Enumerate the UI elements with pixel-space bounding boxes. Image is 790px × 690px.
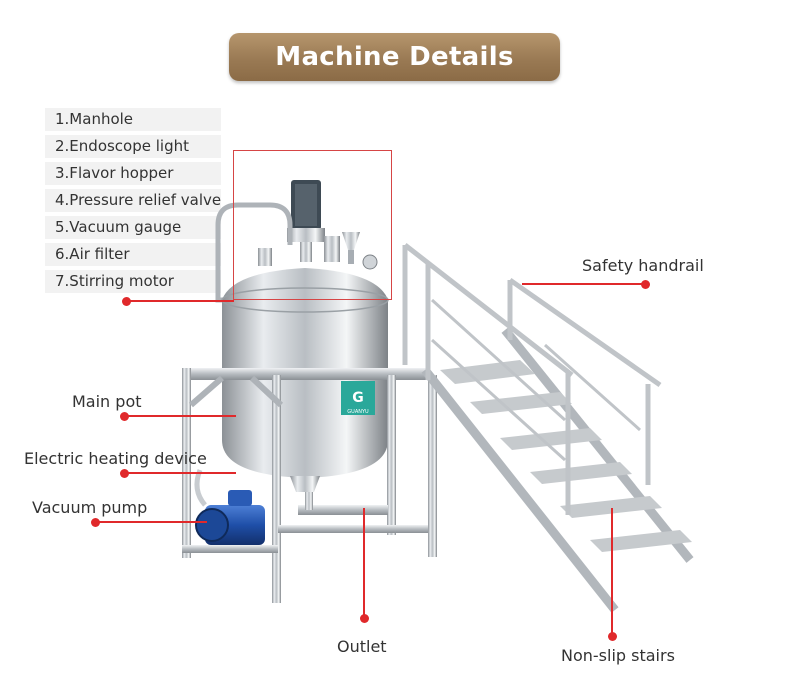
callout-electric-heating-device: Electric heating device (24, 449, 207, 468)
brand-plate: G GUANYU (341, 381, 375, 415)
list-item-endoscope-light: 2.Endoscope light (45, 135, 221, 158)
callout-safety-handrail: Safety handrail (582, 256, 704, 275)
brand-plate-label: GUANYU (347, 409, 369, 415)
vacuum-pump-leader (95, 521, 207, 523)
safety-handrail-graphic (402, 243, 662, 515)
svg-text:G: G (352, 390, 364, 406)
non-slip-stairs-leader (611, 508, 613, 636)
electric-heating-leader (124, 472, 236, 474)
air-pipe (215, 202, 293, 303)
safety-handrail-leader (522, 283, 645, 285)
list-item-manhole: 1.Manhole (45, 108, 221, 131)
parts-list: 1.Manhole 2.Endoscope light 3.Flavor hop… (45, 108, 221, 297)
callout-main-pot: Main pot (72, 392, 142, 411)
support-frame (182, 368, 437, 603)
page-title: Machine Details (275, 42, 514, 72)
callout-outlet: Outlet (337, 637, 387, 656)
list-item-air-filter: 6.Air filter (45, 243, 221, 266)
safety-handrail-dot (641, 280, 650, 289)
title-banner: Machine Details (229, 33, 560, 81)
callout-vacuum-pump: Vacuum pump (32, 498, 148, 517)
non-slip-stairs-dot (608, 632, 617, 641)
stirring-motor (287, 180, 325, 262)
outlet-pipe (298, 492, 388, 515)
stairs (421, 327, 694, 613)
outlet-dot (360, 614, 369, 623)
stirring-motor-leader (126, 300, 234, 302)
main-pot-leader (124, 415, 236, 417)
top-fittings-highlight-box (233, 150, 392, 300)
list-item-pressure-relief-valve: 4.Pressure relief valve (45, 189, 221, 212)
list-item-flavor-hopper: 3.Flavor hopper (45, 162, 221, 185)
list-item-stirring-motor: 7.Stirring motor (45, 270, 221, 293)
lid-fittings (258, 232, 378, 270)
list-item-vacuum-gauge: 5.Vacuum gauge (45, 216, 221, 239)
outlet-leader (363, 508, 365, 618)
vacuum-pump (194, 469, 265, 545)
callout-non-slip-stairs: Non-slip stairs (561, 646, 675, 665)
